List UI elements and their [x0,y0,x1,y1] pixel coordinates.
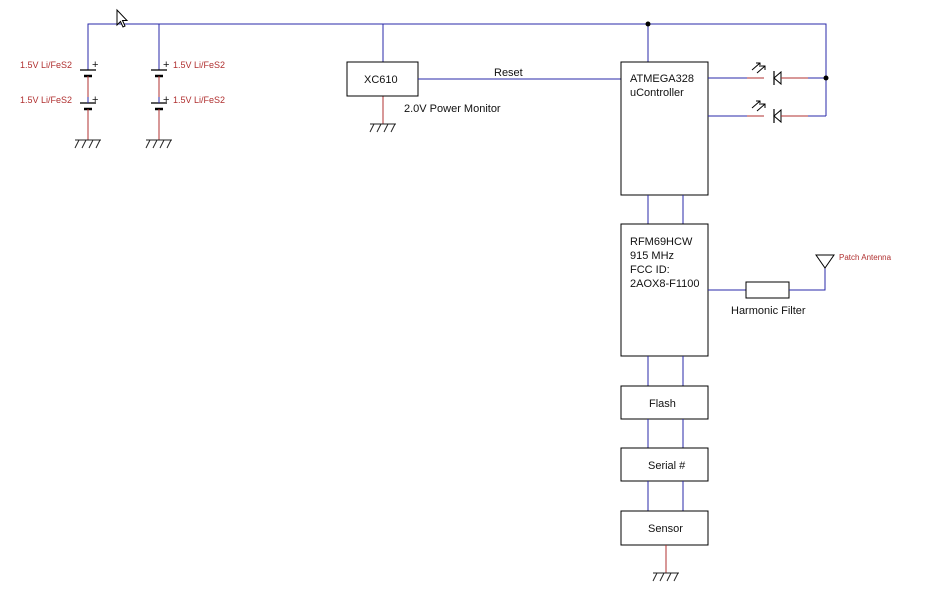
battery-plus-right-top: + [163,59,169,71]
left-battery-stack: 1.5V Li/FeS2 1.5V Li/FeS2 + + [20,56,98,140]
radio-label-line4: 2AOX8-F1100 [630,278,700,290]
serial-label: Serial # [648,460,686,472]
antenna-icon [816,255,834,268]
reset-label: Reset [494,67,523,79]
radio-label-line2: 915 MHz [630,250,674,262]
ground-icon [75,140,101,148]
led-2 [708,101,826,123]
sensor-label: Sensor [648,523,683,535]
mcu-label-line2: uController [630,87,684,99]
antenna-label: Patch Antenna [839,253,892,262]
ground-icon [146,140,172,148]
mcu-label-line1: ATMEGA328 [630,73,694,85]
junction-dot-led [824,76,829,81]
led-light-arrows-icon [752,63,765,73]
harmonic-filter-caption: Harmonic Filter [731,305,806,317]
radio-label-line3: FCC ID: [630,264,670,276]
power-monitor-caption: 2.0V Power Monitor [404,103,501,115]
xc610-label: XC610 [364,74,398,86]
battery-label-left-top: 1.5V Li/FeS2 [20,60,72,70]
antenna-feed-wire [789,268,825,290]
harmonic-filter-block[interactable] [746,282,789,298]
radio-label-line1: RFM69HCW [630,236,693,248]
led-1 [708,63,826,85]
right-battery-stack: + + 1.5V Li/FeS2 1.5V Li/FeS2 [151,56,225,140]
led-light-arrows-icon [752,101,765,111]
battery-label-left-bottom: 1.5V Li/FeS2 [20,95,72,105]
battery-plus-left-top: + [92,59,98,71]
ground-icon [370,124,396,132]
battery-plus-right-bottom: + [163,94,169,106]
junction-dot-rail [646,22,651,27]
battery-plus-left-bottom: + [92,94,98,106]
flash-label: Flash [649,398,676,410]
battery-label-right-top: 1.5V Li/FeS2 [173,60,225,70]
battery-label-right-bottom: 1.5V Li/FeS2 [173,95,225,105]
ground-icon [653,573,679,581]
